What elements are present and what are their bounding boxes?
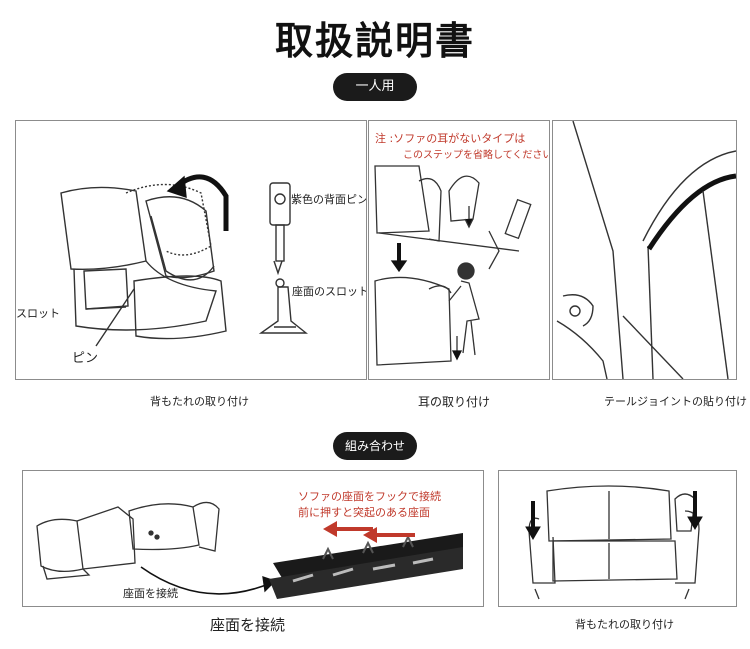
section-badge-combine: 組み合わせ [333,432,417,460]
label-seat-slot: 座面のスロット [292,285,367,298]
note-no-ear-line2: このステップを省略してください [403,150,550,161]
label-slot: スロット [16,307,60,320]
note-hook-line1: ソファの座面をフックで接続 [298,490,441,503]
caption-loveseat-backrest: 背もたれの取り付け [575,618,674,631]
caption-ear-attach: 耳の取り付け [418,395,491,409]
section-badge-single: 一人用 [333,73,417,101]
caption-connect-seats: 座面を接続 [210,616,286,634]
backrest-attach-illustration [60,174,308,347]
panel-tail-joint [552,120,737,380]
label-connect-seat: 座面を接続 [123,587,178,600]
label-pin: ピン [72,351,99,366]
note-no-ear-line1: 注 :ソファの耳がないタイプは [375,132,526,145]
page-title: 取扱説明書 [274,19,475,63]
note-hook-line2: 前に押すと突起のある座面 [298,506,430,519]
panel-connect-seats: ソファの座面をフックで接続 前に押すと突起のある座面 座面を接続 [22,470,484,607]
caption-tail-joint: テールジョイントの貼り付け [604,395,747,408]
label-purple-pin: 紫色の背面ピン [291,193,367,206]
panel-backrest-attach: 紫色の背面ピン 座面のスロット スロット ピン [15,120,367,380]
push-arrows [323,521,415,543]
loveseat-backrest-illustration [525,485,703,600]
panel-loveseat-backrest [498,470,737,607]
hook-bracket [269,533,463,599]
tail-joint-illustration [556,121,736,379]
panel-ear-attach: 注 :ソファの耳がないタイプは このステップを省略してください [368,120,550,380]
connect-seats-illustration [36,501,463,599]
caption-backrest-attach: 背もたれの取り付け [150,395,249,408]
ear-attach-illustration [374,165,532,366]
